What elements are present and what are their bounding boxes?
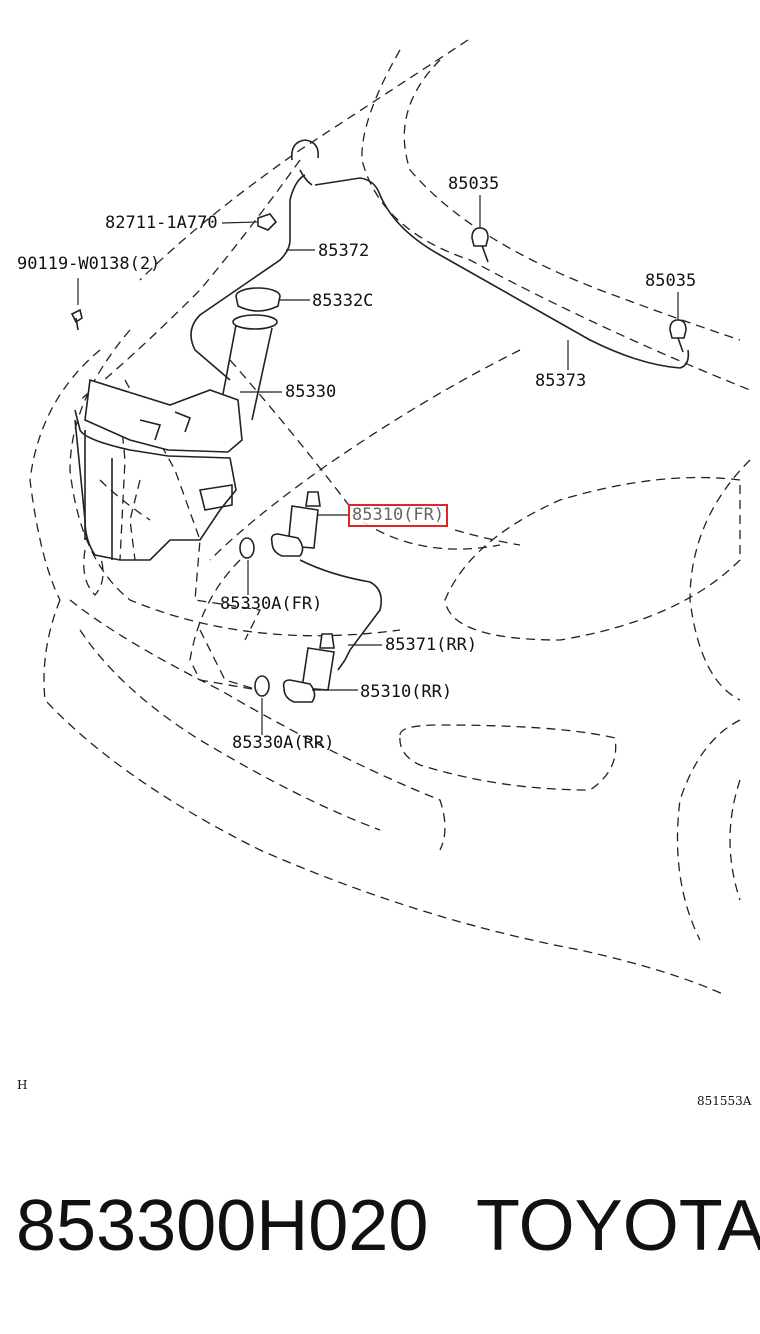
corner-mark: H bbox=[17, 1078, 28, 1092]
footer-brand: TOYOTA bbox=[476, 1186, 760, 1266]
label-85373-hose: 85373 bbox=[535, 371, 587, 391]
label-85330a-rr-grommet: 85330A(RR) bbox=[232, 733, 335, 753]
diagram-drawing bbox=[29, 39, 751, 996]
label-85332c-cap: 85332C bbox=[312, 291, 374, 311]
label-90119-bolt: 90119-W0138(2) bbox=[17, 254, 161, 274]
label-82711-clip: 82711-1A770 bbox=[105, 213, 218, 233]
label-85035-nozzle-left: 85035 bbox=[448, 174, 500, 194]
footer-part-number: 853300H020 bbox=[16, 1186, 429, 1266]
label-85035-nozzle-right: 85035 bbox=[645, 271, 697, 291]
label-85330-tank: 85330 bbox=[285, 382, 337, 402]
label-85330a-fr-grommet: 85330A(FR) bbox=[220, 594, 323, 614]
label-85310-fr-pump-highlighted[interactable]: 85310(FR) bbox=[347, 504, 449, 527]
parts-diagram: 85035 85035 82711-1A770 90119-W0138(2) 8… bbox=[17, 39, 751, 1108]
label-85372-hose: 85372 bbox=[318, 241, 370, 261]
figure-code: 851553A bbox=[697, 1094, 752, 1108]
label-85371-rr-hose: 85371(RR) bbox=[385, 635, 478, 655]
label-85310-rr-pump: 85310(RR) bbox=[360, 682, 453, 702]
